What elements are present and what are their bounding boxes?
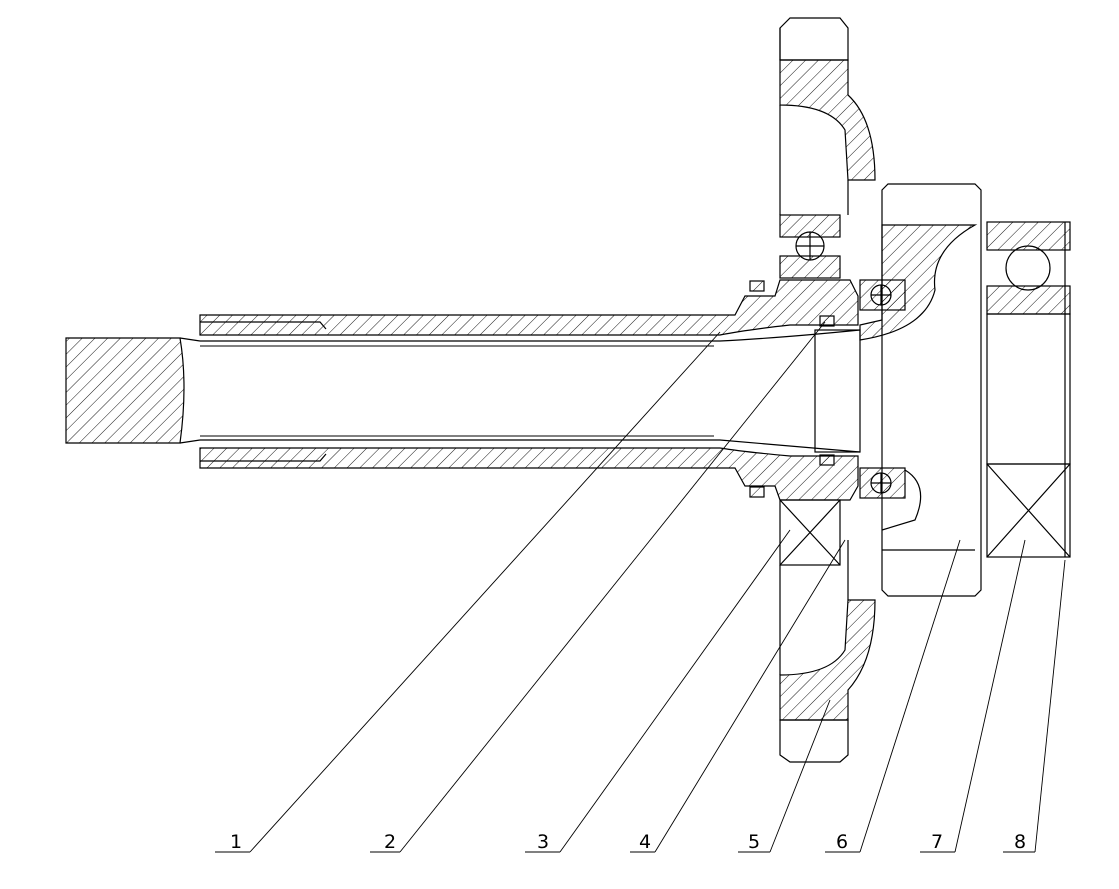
outer-tube — [199, 279, 859, 501]
inner-bore — [814, 329, 861, 453]
callout-2: 2 — [384, 831, 396, 853]
seals — [749, 280, 835, 498]
callout-3: 3 — [537, 831, 549, 853]
gear-flange — [779, 17, 876, 763]
callout-6: 6 — [836, 831, 848, 853]
right-bearing — [986, 221, 1071, 558]
upper-ball-bearing — [779, 214, 841, 279]
leader-lines — [215, 321, 1066, 853]
hub-disk — [859, 183, 982, 597]
callout-labels: 1 2 3 4 5 6 7 8 — [230, 831, 1026, 853]
callout-4: 4 — [639, 831, 651, 853]
lower-roller-bearing — [779, 499, 841, 566]
callout-5: 5 — [748, 831, 760, 853]
callout-1: 1 — [230, 831, 242, 853]
callout-7: 7 — [931, 831, 943, 853]
callout-8: 8 — [1014, 831, 1026, 853]
inner-shaft — [200, 329, 861, 453]
shaft-end-block — [65, 337, 201, 444]
